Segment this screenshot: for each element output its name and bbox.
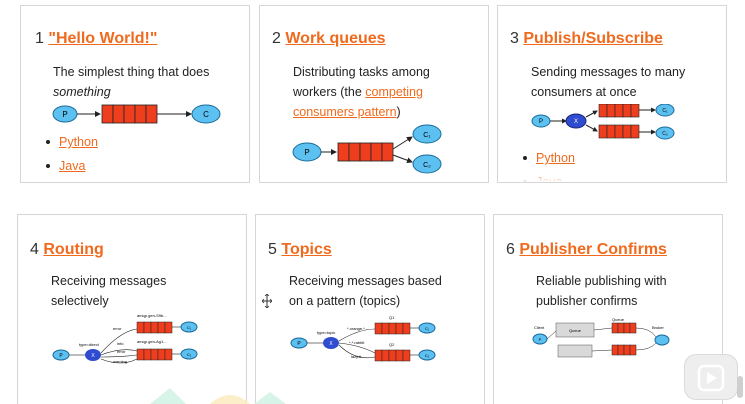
svg-text:X: X (329, 341, 333, 347)
svg-text:Q1: Q1 (389, 315, 395, 320)
svg-text:type=direct: type=direct (79, 342, 100, 347)
link-python[interactable]: Python (59, 135, 98, 149)
svg-text:P: P (59, 353, 63, 359)
svg-text:C₂: C₂ (423, 162, 431, 169)
svg-text:C₁: C₁ (425, 326, 430, 331)
svg-text:X: X (91, 353, 95, 359)
svg-text:C: C (203, 110, 209, 119)
tutorial-title: 3 Publish/Subscribe (510, 30, 663, 48)
link-java[interactable]: Java (59, 159, 86, 173)
svg-text:C₁: C₁ (662, 108, 668, 114)
tutorial-description: Distributing tasks among workers (the co… (293, 65, 430, 119)
svg-text:amqp.gen-S9b...: amqp.gen-S9b... (137, 313, 167, 318)
work-queues-diagram: P C₁ C₂ (292, 124, 442, 174)
svg-text:P: P (539, 337, 542, 342)
tutorial-number: 3 (510, 30, 519, 47)
language-links: Python Java (41, 130, 98, 178)
routing-diagram: P X type=direct error info error warning… (52, 313, 198, 364)
hello-world-diagram: P C (52, 104, 221, 124)
tutorial-description: Sending messages to many consumers at on… (531, 65, 686, 99)
svg-text:Broker: Broker (652, 325, 664, 330)
topics-diagram: P X type=topic *.orange.* *.*.rabbit laz… (290, 315, 436, 362)
link-python[interactable]: Python (536, 151, 575, 165)
svg-text:C₂: C₂ (425, 353, 430, 358)
svg-text:warning: warning (113, 359, 127, 364)
svg-text:X: X (574, 119, 578, 125)
svg-text:C₁: C₁ (187, 325, 192, 330)
scrollbar-thumb[interactable] (737, 376, 743, 398)
tutorial-description: The simplest thing that does something (53, 65, 210, 99)
tutorial-card-4: 4 Routing Receiving messages selectively… (17, 214, 247, 404)
video-play-button[interactable] (684, 354, 738, 400)
competing-consumers-link[interactable]: competing consumers pattern (293, 85, 423, 119)
tutorial-card-3: 3 Publish/Subscribe Sending messages to … (497, 5, 727, 183)
tutorial-number: 4 (30, 241, 39, 258)
decorative-shapes (150, 388, 286, 404)
tutorial-card-1: 1 "Hello World!" The simplest thing that… (20, 5, 250, 183)
play-icon (697, 364, 725, 392)
tutorial-number: 5 (268, 241, 277, 258)
tutorial-link-work-queues[interactable]: Work queues (285, 30, 386, 47)
list-item: Python (41, 130, 98, 154)
svg-text:C₂: C₂ (187, 352, 192, 357)
tutorial-title: 5 Topics (268, 241, 332, 259)
tutorial-title: 6 Publisher Confirms (506, 241, 667, 259)
svg-text:type=topic: type=topic (317, 330, 335, 335)
tutorial-number: 1 (35, 30, 44, 47)
svg-text:C₂: C₂ (662, 131, 668, 137)
tutorial-description: Receiving messages based on a pattern (t… (289, 274, 442, 308)
svg-text:error: error (113, 326, 122, 331)
publish-subscribe-diagram: P X C₁ C₂ (531, 104, 675, 140)
svg-text:P: P (304, 148, 309, 157)
svg-text:error: error (117, 349, 126, 354)
svg-text:lazy.#: lazy.# (351, 354, 362, 359)
svg-text:*.*.rabbit: *.*.rabbit (349, 340, 365, 345)
svg-text:P: P (297, 341, 301, 347)
svg-text:*.orange.*: *.orange.* (347, 326, 365, 331)
svg-text:Q2: Q2 (389, 342, 395, 347)
tutorial-card-5: 5 Topics Receiving messages based on a p… (255, 214, 485, 404)
list-item: Java (41, 154, 98, 178)
svg-text:P: P (539, 119, 543, 125)
tutorial-title: 1 "Hello World!" (35, 30, 157, 48)
svg-text:info: info (117, 341, 124, 346)
svg-text:amqp.gen-Ag1...: amqp.gen-Ag1... (137, 339, 167, 344)
tutorial-card-2: 2 Work queues Distributing tasks among w… (259, 5, 489, 183)
tutorial-description: Reliable publishing with publisher confi… (536, 274, 667, 308)
svg-text:C₁: C₁ (423, 132, 431, 139)
mouse-cursor-icon (261, 293, 273, 309)
svg-text:Queue: Queue (569, 328, 582, 333)
svg-text:Client: Client (534, 325, 545, 330)
tutorial-link-routing[interactable]: Routing (43, 241, 104, 258)
publisher-confirms-diagram: Client P Queue Queue Broker (532, 317, 670, 358)
tutorial-link-hello-world[interactable]: "Hello World!" (48, 30, 158, 47)
svg-text:P: P (62, 110, 67, 119)
tutorial-link-publish-subscribe[interactable]: Publish/Subscribe (523, 30, 663, 47)
tutorial-number: 2 (272, 30, 281, 47)
tutorial-link-topics[interactable]: Topics (281, 241, 332, 258)
tutorial-title: 4 Routing (30, 241, 104, 259)
tutorial-link-publisher-confirms[interactable]: Publisher Confirms (519, 241, 667, 258)
svg-text:Queue: Queue (612, 317, 625, 322)
tutorial-number: 6 (506, 241, 515, 258)
list-item: Python (518, 146, 575, 170)
tutorial-title: 2 Work queues (272, 30, 386, 48)
tutorial-description: Receiving messages selectively (51, 274, 167, 308)
